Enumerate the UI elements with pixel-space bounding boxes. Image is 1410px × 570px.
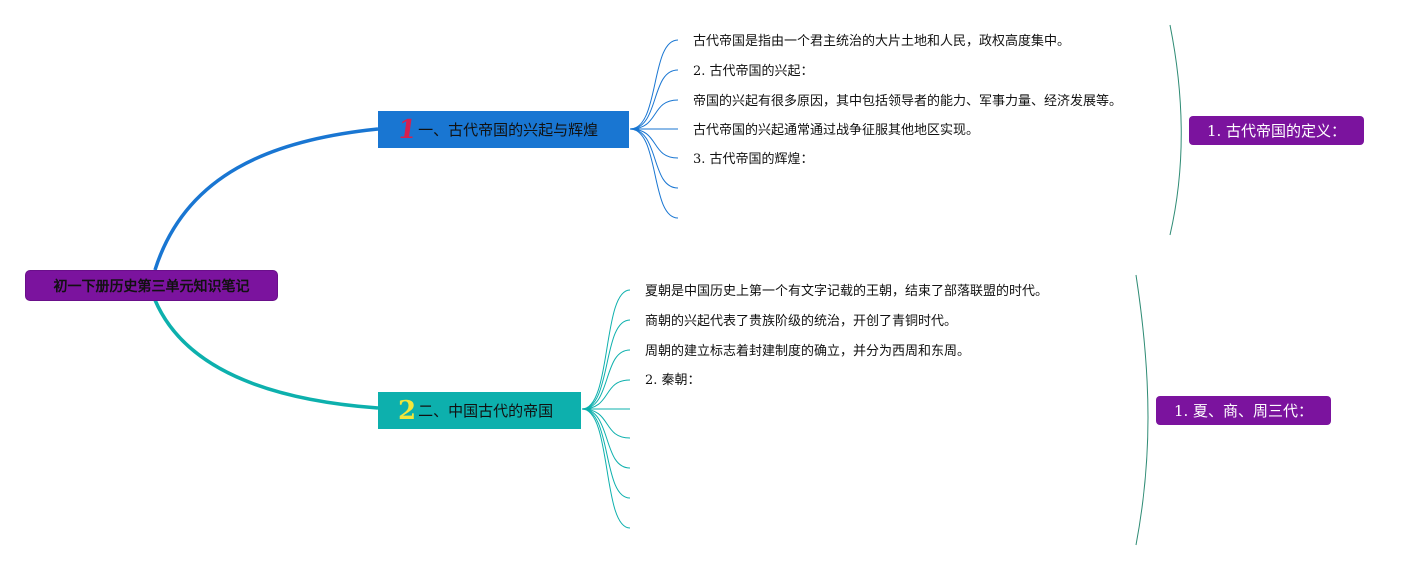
connector-root-branch1: [153, 127, 379, 271]
summary-topic-2[interactable]: 1. 夏、商、周三代：: [1156, 396, 1331, 425]
topic-item[interactable]: 周朝的建立标志着封建制度的确立，并分为西周和东周。: [645, 344, 971, 359]
branch-label: 二、中国古代的帝国: [418, 402, 554, 420]
summary-topic-1[interactable]: 1. 古代帝国的定义：: [1189, 116, 1364, 145]
topic-item[interactable]: 2. 秦朝：: [645, 373, 701, 388]
summary-label: 1. 夏、商、周三代：: [1173, 402, 1314, 420]
number-one-icon: 1: [395, 114, 419, 145]
connector-root-branch2: [153, 299, 379, 410]
summary-bracket-1: [1169, 24, 1182, 236]
topic-item[interactable]: 2. 古代帝国的兴起：: [693, 64, 814, 79]
topic-item[interactable]: 夏朝是中国历史上第一个有文字记载的王朝，结束了部落联盟的时代。: [645, 284, 1049, 299]
topic-item[interactable]: 3. 古代帝国的辉煌：: [693, 152, 814, 167]
root-topic[interactable]: 初一下册历史第三单元知识笔记: [25, 270, 278, 301]
summary-label: 1. 古代帝国的定义：: [1206, 122, 1347, 140]
topic-item[interactable]: 古代帝国是指由一个君主统治的大片土地和人民，政权高度集中。: [693, 34, 1071, 49]
number-two-icon: 2: [398, 395, 417, 426]
summary-bracket-2: [1135, 274, 1149, 546]
topic-item[interactable]: 古代帝国的兴起通常通过战争征服其他地区实现。: [693, 123, 980, 138]
topic-item[interactable]: 商朝的兴起代表了贵族阶级的统治，开创了青铜时代。: [645, 314, 958, 329]
branch1-fan: [629, 39, 679, 219]
topic-item[interactable]: 帝国的兴起有很多原因，其中包括领导者的能力、军事力量、经济发展等。: [693, 94, 1123, 109]
branch2-fan: [581, 289, 631, 529]
root-title: 初一下册历史第三单元知识笔记: [53, 278, 250, 295]
branch-topic-2[interactable]: 2 二、中国古代的帝国: [378, 392, 581, 429]
branch-topic-1[interactable]: 1 一、古代帝国的兴起与辉煌: [378, 111, 629, 148]
branch-label: 一、古代帝国的兴起与辉煌: [418, 121, 599, 139]
